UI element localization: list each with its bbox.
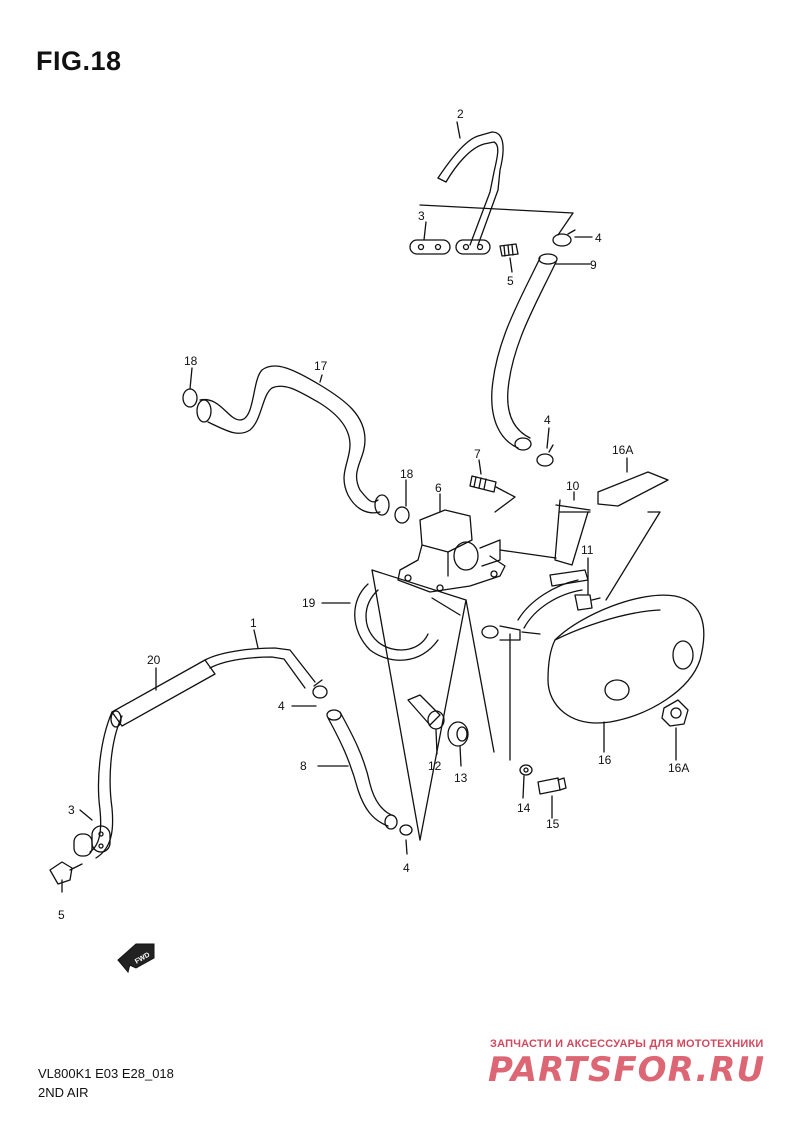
part-21-sleeve — [110, 659, 216, 728]
part-20-hose — [354, 583, 439, 661]
callout-4-bottom: 4 — [403, 861, 410, 875]
part-9-hose — [491, 253, 558, 451]
callout-16: 16 — [598, 753, 612, 767]
fwd-arrow-icon: FWD — [117, 943, 155, 974]
part-17-bolt — [661, 699, 689, 727]
part-3-gasket-lower — [73, 825, 111, 857]
callout-17: 16A — [668, 761, 689, 775]
callout-2: 2 — [457, 107, 464, 121]
callout-14: 14 — [517, 801, 531, 815]
part-5-bolt-lower — [49, 861, 83, 885]
diagram-subtitle: 2ND AIR — [38, 1085, 89, 1100]
part-7-bolt — [469, 475, 516, 513]
callout-5-upper: 5 — [507, 274, 514, 288]
callout-4-lower: 4 — [278, 699, 285, 713]
callout-4-upper: 4 — [595, 231, 602, 245]
callout-9: 9 — [590, 258, 597, 272]
part-3-gasket-upper — [409, 239, 491, 255]
watermark-tagline: ЗАПЧАСТИ И АКСЕССУАРЫ ДЛЯ МОТОТЕХНИКИ — [490, 1038, 764, 1050]
part-16A-pad — [597, 471, 669, 507]
part-15-bolt — [537, 777, 567, 795]
part-12-spacer — [407, 694, 445, 730]
figure-title: FIG.18 — [36, 46, 122, 76]
callout-13: 13 — [454, 771, 468, 785]
callout-15: 15 — [546, 817, 560, 831]
callout-7: 7 — [474, 447, 481, 461]
callout-10: 10 — [566, 479, 580, 493]
part-4-clamp-upper — [552, 229, 576, 247]
callout-19-lower: 18 — [400, 467, 414, 481]
callout-12: 12 — [428, 759, 442, 773]
callout-8: 8 — [300, 759, 307, 773]
callout-20: 19 — [302, 596, 316, 610]
part-11-bolt — [574, 594, 601, 611]
part-16-cover — [547, 594, 705, 724]
part-19-clamp-upper — [182, 388, 198, 408]
callout-3-lower: 3 — [68, 803, 75, 817]
part-18-hose — [196, 365, 390, 516]
callout-18: 17 — [314, 359, 328, 373]
part-4-clamp-bottom — [399, 824, 413, 836]
callout-3-upper: 3 — [418, 209, 425, 223]
part-5-bolt-upper — [499, 243, 519, 257]
callout-21: 20 — [147, 653, 161, 667]
part-6-valve — [397, 509, 557, 616]
part-19-clamp-lower — [394, 506, 410, 524]
watermark-brand: PARTSFOR.RU — [488, 1050, 766, 1090]
callout-19-upper: 18 — [184, 354, 198, 368]
part-14-washer — [519, 764, 533, 776]
part-2-pipe — [437, 131, 504, 246]
callout-11: 11 — [581, 543, 594, 557]
callout-5-lower: 5 — [58, 908, 65, 922]
part-4-clamp-lower — [312, 679, 328, 699]
part-4-clamp-mid — [536, 444, 554, 467]
diagram-code: VL800K1 E03 E28_018 — [38, 1066, 174, 1081]
part-13-grommet — [447, 721, 469, 747]
callout-16A: 16A — [612, 443, 633, 457]
callout-4-mid: 4 — [544, 413, 551, 427]
callout-1: 1 — [250, 616, 257, 630]
callout-6: 6 — [435, 481, 442, 495]
part-8-hose — [326, 709, 398, 830]
part-1-pipe — [89, 647, 316, 859]
